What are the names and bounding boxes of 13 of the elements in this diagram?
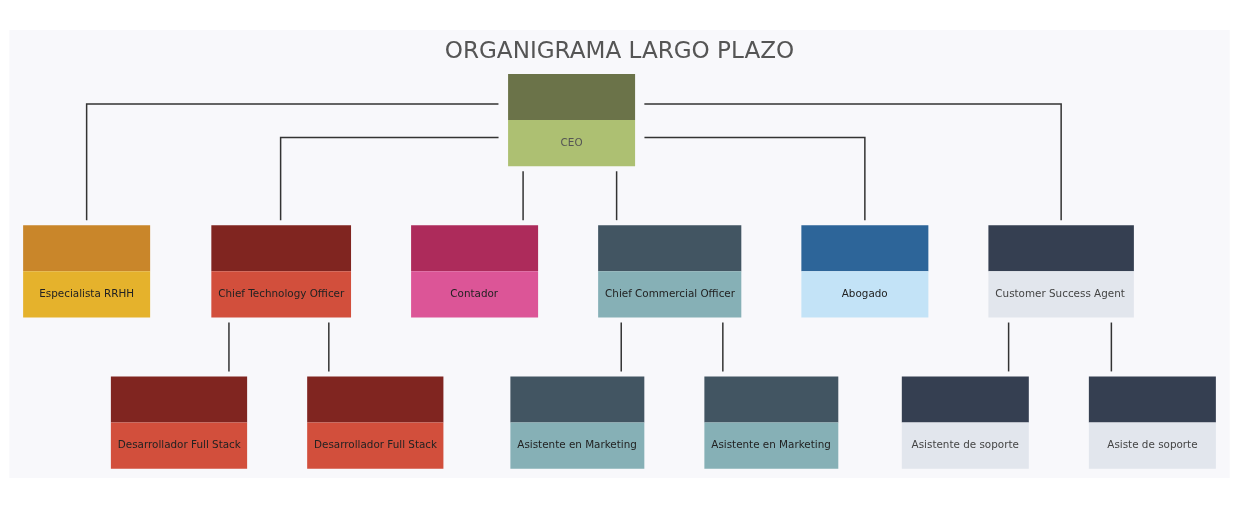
connector [522, 170, 524, 221]
connector [1110, 321, 1113, 373]
connector [279, 136, 500, 222]
diagram-title: ORGANIGRAMA LARGO PLAZO [444, 36, 795, 63]
connector [643, 136, 866, 222]
connector [722, 321, 724, 373]
connector [615, 170, 618, 221]
connector [228, 321, 230, 373]
connector [85, 103, 500, 221]
connector [643, 103, 1062, 221]
connector [1007, 321, 1010, 373]
connector [328, 321, 330, 373]
connector [620, 321, 622, 373]
